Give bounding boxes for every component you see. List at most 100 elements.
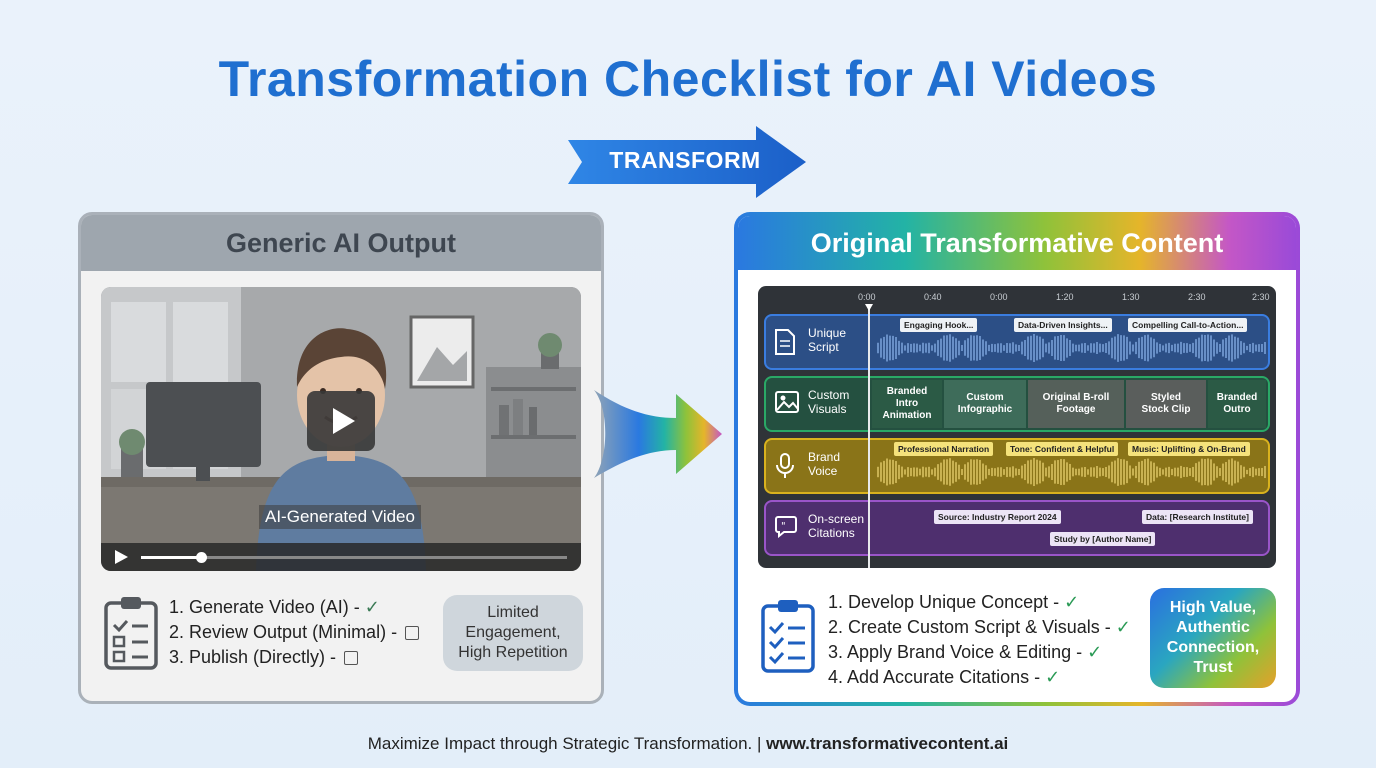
checklist-item: 4. Add Accurate Citations - ✓ [828,665,1131,690]
control-play-icon[interactable] [115,550,128,564]
track-name: On-screen [808,512,865,526]
track-name: Voice [808,464,838,478]
playhead[interactable] [868,306,870,568]
checklist-item-text: 3. Apply Brand Voice & Editing - [828,642,1088,662]
timeline-tick: 1:20 [1056,292,1074,302]
microphone-icon [776,453,794,478]
checklist-item: 1. Generate Video (AI) - ✓ [169,595,419,620]
unchecked-box-icon [344,651,359,665]
checklist-item: 2. Create Custom Script & Visuals - ✓ [828,615,1131,640]
limited-engagement-note: Limited Engagement, High Repetition [443,595,583,671]
play-button[interactable] [307,391,375,451]
track-name: Visuals [808,402,847,416]
waveform-script [877,333,1266,363]
document-icon [775,329,795,355]
transform-label: TRANSFORM [609,147,761,173]
checklist-item-text: 1. Generate Video (AI) - [169,597,365,617]
checklist-item: 1. Develop Unique Concept - ✓ [828,590,1131,615]
script-tag: Compelling Call-to-Action... [1128,318,1248,332]
svg-text:": " [781,521,786,532]
track-name: Citations [808,526,855,540]
transformative-content-panel: Original Transformative Content 0:00 0:4… [734,212,1300,706]
checklist-item: 3. Apply Brand Voice & Editing - ✓ [828,640,1131,665]
checklist-item-text: 3. Publish (Directly) - [169,647,342,667]
check-icon: ✓ [1064,592,1080,612]
clipboard-checklist-icon [104,597,158,670]
check-icon: ✓ [1087,642,1103,662]
note-line: Trust [1193,659,1233,676]
script-tag: Engaging Hook... [900,318,978,332]
checklist-item: 3. Publish (Directly) - [169,645,419,670]
note-line: Connection, [1166,639,1260,656]
timeline-tick: 2:30 [1188,292,1206,302]
track-name: Brand [808,450,841,464]
timeline-tick: 0:00 [990,292,1008,302]
checklist-item-text: 2. Create Custom Script & Visuals - [828,617,1116,637]
video-player[interactable]: AI-Generated Video [101,287,581,571]
generic-output-heading: Generic AI Output [81,215,601,271]
image-icon [775,391,799,413]
checklist-item-text: 2. Review Output (Minimal) - [169,622,403,642]
unchecked-box-icon [405,626,420,640]
progress-knob[interactable] [195,552,207,563]
generic-output-panel: Generic AI Output [78,212,604,704]
citation-tag: Source: Industry Report 2024 [934,510,1061,524]
script-tag: Data-Driven Insights... [1014,318,1112,332]
note-line: High Value, [1169,599,1257,616]
note-line: Limited [487,604,539,621]
voice-tag: Music: Uplifting & On-Brand [1128,442,1250,456]
generic-checklist: 1. Generate Video (AI) - ✓ 2. Review Out… [169,595,420,670]
timeline-tick: 2:30 [1252,292,1270,302]
track-name: Custom [808,388,850,402]
check-icon: ✓ [1115,617,1131,637]
page-title: Transformation Checklist for AI Videos [218,51,1158,107]
timeline-tick: 0:40 [924,292,942,302]
quote-icon: " [775,516,797,538]
note-line: High Repetition [458,644,568,661]
check-icon: ✓ [364,597,380,617]
check-icon: ✓ [1045,667,1061,687]
checklist-item-text: 1. Develop Unique Concept - [828,592,1065,612]
footer: Maximize Impact through Strategic Transf… [0,734,1376,754]
track-name: Unique [808,326,847,340]
progress-fill [141,556,201,559]
high-value-note: High Value, Authentic Connection, Trust [1150,588,1276,688]
footer-link[interactable]: www.transformativecontent.ai [766,734,1009,753]
citation-tag: Study by [Author Name] [1050,532,1156,546]
voice-tag: Professional Narration [894,442,994,456]
transform-arrow-icon [568,126,806,198]
timeline-tick: 1:30 [1122,292,1140,302]
waveform-voice [877,457,1266,487]
video-caption: AI-Generated Video [259,505,421,529]
track-name: Script [808,340,839,354]
progress-track[interactable] [141,556,567,559]
transformative-heading: Original Transformative Content [738,216,1296,270]
note-line: Engagement, [465,624,561,641]
editing-timeline: 0:00 0:40 0:00 1:20 1:30 2:30 2:30 Uniqu… [758,286,1276,568]
voice-tag: Tone: Confident & Helpful [1006,442,1119,456]
timeline-tick: 0:00 [858,292,876,302]
playhead-marker-icon[interactable] [865,304,873,311]
citation-tag: Data: [Research Institute] [1142,510,1253,524]
rainbow-transform-arrow-icon [594,390,722,478]
checklist-item: 2. Review Output (Minimal) - [169,620,420,645]
video-controls [101,543,581,571]
